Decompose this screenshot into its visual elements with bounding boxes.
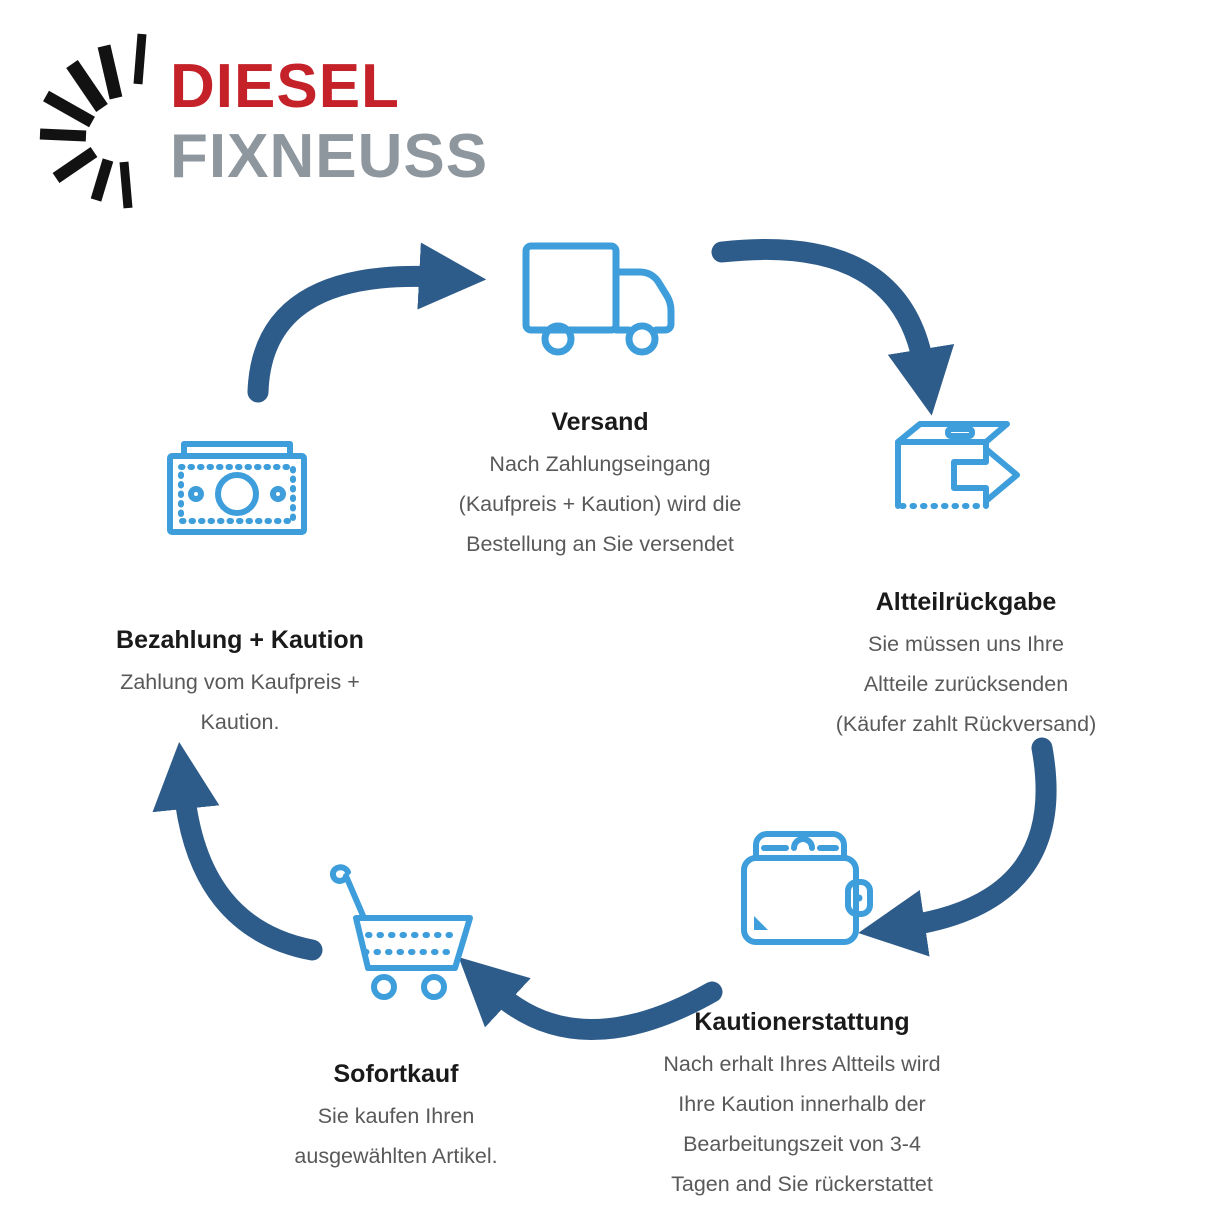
step-text-bezahlung: Zahlung vom Kaufpreis + Kaution. [80, 662, 400, 742]
logo-word-fixneuss: FIXNEUSS [170, 122, 489, 191]
wallet-icon [741, 831, 873, 945]
step-text-line: Kaution. [200, 710, 280, 734]
burst-logo-icon [39, 33, 147, 209]
step-text-line: (Käufer zahlt Rückversand) [835, 712, 1097, 736]
step-text-line: Nach erhalt Ihres Altteils wird [663, 1052, 941, 1076]
step-text-line: Bestellung an Sie versendet [466, 532, 734, 556]
step-text-line: Sie müssen uns Ihre [868, 632, 1064, 656]
step-title-sofortkauf: Sofortkauf [333, 1060, 459, 1088]
arrow-kautionerstattung-to-sofortkauf [458, 957, 723, 1040]
arrow-sofortkauf-to-bezahlung [152, 741, 323, 961]
step-text-line: Tagen and Sie rückerstattet [671, 1172, 933, 1196]
step-text-line: Zahlung vom Kaufpreis + [120, 670, 360, 694]
step-text-altteilrueckgabe: Sie müssen uns Ihre Altteile zurücksende… [801, 624, 1131, 744]
step-title-altteilrueckgabe: Altteilrückgabe [875, 588, 1057, 616]
logo-word-diesel: DIESEL [170, 52, 400, 121]
step-text-line: ausgewählten Artikel. [294, 1144, 498, 1168]
step-title-versand: Versand [551, 408, 649, 436]
truck-icon [522, 242, 675, 356]
step-text-kautionerstattung: Nach erhalt Ihres Altteils wird Ihre Kau… [622, 1044, 982, 1204]
arrow-altteilrueckgabe-to-kautionerstattung [858, 737, 1057, 957]
arrow-versand-to-altteilrueckgabe [711, 238, 955, 416]
step-text-line: Sie kaufen Ihren [317, 1104, 475, 1128]
step-title-kautionerstattung: Kautionerstattung [694, 1008, 910, 1036]
arrow-bezahlung-to-versand [247, 242, 487, 403]
step-text-versand: Nach Zahlungseingang (Kaufpreis + Kautio… [410, 444, 790, 564]
step-text-line: Nach Zahlungseingang [489, 452, 711, 476]
step-text-line: Altteile zurücksenden [863, 672, 1069, 696]
banknote-icon [167, 441, 307, 535]
step-text-line: Bearbeitungszeit von 3-4 [683, 1132, 921, 1156]
return-box-icon [895, 421, 1020, 509]
step-text-sofortkauf: Sie kaufen Ihren ausgewählten Artikel. [246, 1096, 546, 1176]
step-title-bezahlung: Bezahlung + Kaution [116, 626, 364, 654]
shopping-cart-icon [330, 864, 473, 1000]
step-text-line: (Kaufpreis + Kaution) wird die [458, 492, 742, 516]
step-text-line: Ihre Kaution innerhalb der [678, 1092, 926, 1116]
